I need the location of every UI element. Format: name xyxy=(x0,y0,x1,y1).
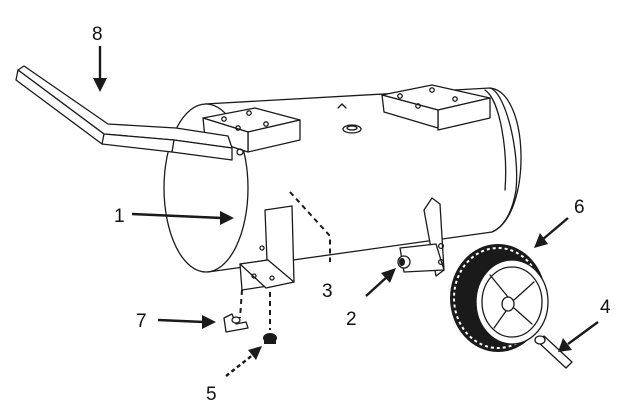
arrow-1 xyxy=(131,211,234,225)
front-mounting-plate xyxy=(202,107,301,153)
handle xyxy=(15,65,244,161)
arrow-5 xyxy=(225,346,262,377)
arrow-4 xyxy=(558,321,599,352)
callout-7: 7 xyxy=(136,311,147,332)
callout-5: 5 xyxy=(206,384,217,405)
arrow-8 xyxy=(93,46,107,92)
nut xyxy=(397,255,411,269)
wing-nut xyxy=(223,313,249,333)
wheel xyxy=(450,244,549,352)
axle-bolt xyxy=(534,335,573,369)
rear-mounting-plate xyxy=(381,84,491,131)
callout-6: 6 xyxy=(574,197,585,218)
assembly-guide-lines xyxy=(239,191,331,330)
callout-8: 8 xyxy=(92,24,103,45)
callout-1: 1 xyxy=(114,206,125,227)
callout-3: 3 xyxy=(322,281,333,302)
callout-4: 4 xyxy=(600,297,611,318)
callout-2: 2 xyxy=(346,309,357,330)
arrow-2 xyxy=(365,268,396,297)
wheel-bracket xyxy=(399,197,445,277)
arrow-6 xyxy=(534,217,569,248)
foot-bolt xyxy=(263,333,277,344)
arrow-7 xyxy=(157,315,216,329)
front-foot-bracket xyxy=(239,205,295,291)
